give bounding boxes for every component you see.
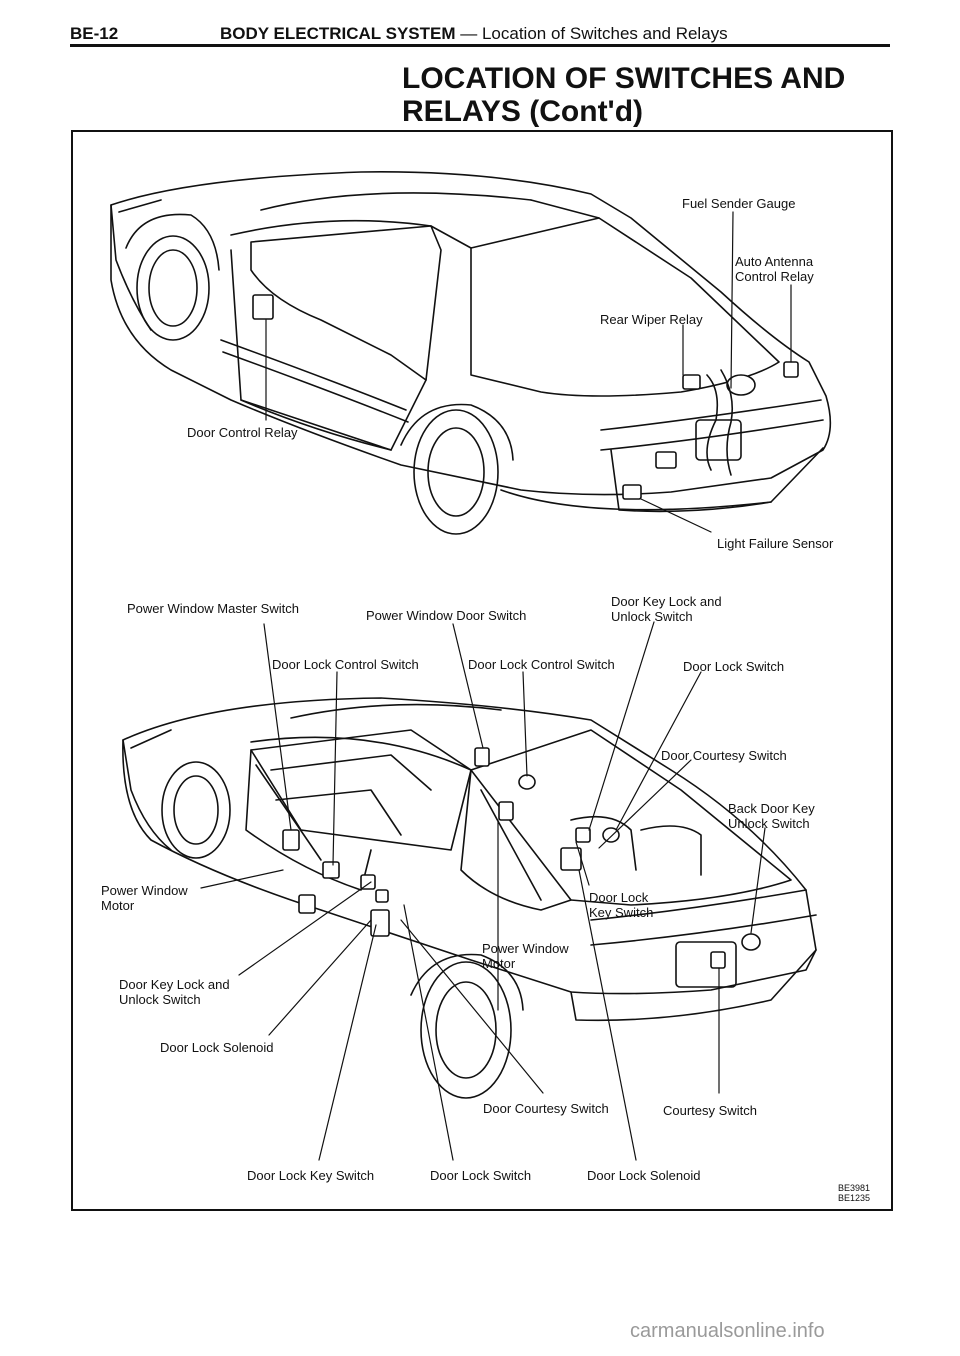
label-auto-antenna-line-1: Auto Antenna bbox=[735, 254, 814, 269]
label-door-lock-control-switch-2: Door Lock Control Switch bbox=[468, 657, 615, 672]
label-power-window-door-switch: Power Window Door Switch bbox=[366, 608, 527, 623]
label-auto-antenna-control-relay: Auto Antenna Control Relay bbox=[735, 254, 814, 284]
bottom-car-drawing bbox=[122, 697, 817, 1099]
label-pw-motor-right-line-2: Motor bbox=[482, 956, 516, 971]
ref-code-1: BE3981 bbox=[838, 1183, 871, 1193]
label-door-lock-key-switch-right: Door Lock Key Switch bbox=[589, 890, 653, 920]
label-fuel-sender-gauge: Fuel Sender Gauge bbox=[682, 196, 796, 211]
label-power-window-motor-left: Power Window Motor bbox=[101, 883, 188, 913]
page-header: BE-12 BODY ELECTRICAL SYSTEM — Location … bbox=[70, 22, 890, 48]
header-rule bbox=[70, 44, 890, 47]
watermark: carmanualsonline.info bbox=[630, 1320, 825, 1342]
label-pw-motor-right-line-1: Power Window bbox=[482, 941, 569, 956]
label-door-control-relay: Door Control Relay bbox=[187, 425, 298, 440]
figure-frame bbox=[71, 130, 893, 1211]
header-subsection: — Location of Switches and Relays bbox=[460, 24, 728, 43]
label-door-key-lock-unlock-left: Door Key Lock and Unlock Switch bbox=[119, 977, 230, 1007]
label-door-lock-switch-right: Door Lock Switch bbox=[683, 659, 785, 674]
page-title: LOCATION OF SWITCHES AND RELAYS (Cont'd) bbox=[402, 62, 845, 128]
label-pw-motor-left-line-1: Power Window bbox=[101, 883, 188, 898]
title-line-1: LOCATION OF SWITCHES AND bbox=[402, 62, 846, 95]
label-door-lock-key-right-line-1: Door Lock bbox=[589, 890, 649, 905]
label-auto-antenna-line-2: Control Relay bbox=[735, 269, 814, 284]
label-door-lock-key-switch-left: Door Lock Key Switch bbox=[247, 1168, 375, 1183]
title-line-2: RELAYS (Cont'd) bbox=[402, 95, 644, 128]
label-door-lock-key-right-line-2: Key Switch bbox=[589, 905, 654, 920]
car-illustration bbox=[110, 171, 832, 1161]
header-title: BODY ELECTRICAL SYSTEM — Location of Swi… bbox=[220, 24, 728, 44]
page-number: BE-12 bbox=[70, 24, 119, 43]
label-door-courtesy-switch-right: Door Courtesy Switch bbox=[661, 748, 787, 763]
label-door-lock-control-switch-1: Door Lock Control Switch bbox=[272, 657, 419, 672]
label-back-door-key-line-2: Unlock Switch bbox=[728, 816, 810, 831]
ref-code-2: BE1235 bbox=[838, 1193, 871, 1203]
label-power-window-motor-right: Power Window Motor bbox=[482, 941, 569, 971]
label-back-door-key-unlock-switch: Back Door Key Unlock Switch bbox=[728, 801, 815, 831]
label-door-lock-solenoid-left: Door Lock Solenoid bbox=[160, 1040, 274, 1055]
top-car-drawing bbox=[110, 171, 832, 535]
label-door-key-lock-unlock-right: Door Key Lock and Unlock Switch bbox=[611, 594, 722, 624]
label-power-window-master-switch: Power Window Master Switch bbox=[127, 601, 299, 616]
label-door-key-lock-left-line-2: Unlock Switch bbox=[119, 992, 201, 1007]
label-rear-wiper-relay: Rear Wiper Relay bbox=[600, 312, 703, 327]
label-door-key-lock-left-line-1: Door Key Lock and bbox=[119, 977, 230, 992]
label-door-key-lock-right-line-1: Door Key Lock and bbox=[611, 594, 722, 609]
figure-reference-codes: BE3981 BE1235 bbox=[838, 1183, 870, 1203]
label-door-key-lock-right-line-2: Unlock Switch bbox=[611, 609, 693, 624]
label-courtesy-switch: Courtesy Switch bbox=[663, 1103, 757, 1118]
label-door-courtesy-switch-left: Door Courtesy Switch bbox=[483, 1101, 609, 1116]
label-back-door-key-line-1: Back Door Key bbox=[728, 801, 815, 816]
label-door-lock-switch-left: Door Lock Switch bbox=[430, 1168, 532, 1183]
label-light-failure-sensor: Light Failure Sensor bbox=[717, 536, 834, 551]
label-door-lock-solenoid-right: Door Lock Solenoid bbox=[587, 1168, 701, 1183]
label-pw-motor-left-line-2: Motor bbox=[101, 898, 135, 913]
header-section: BODY ELECTRICAL SYSTEM bbox=[220, 24, 456, 43]
